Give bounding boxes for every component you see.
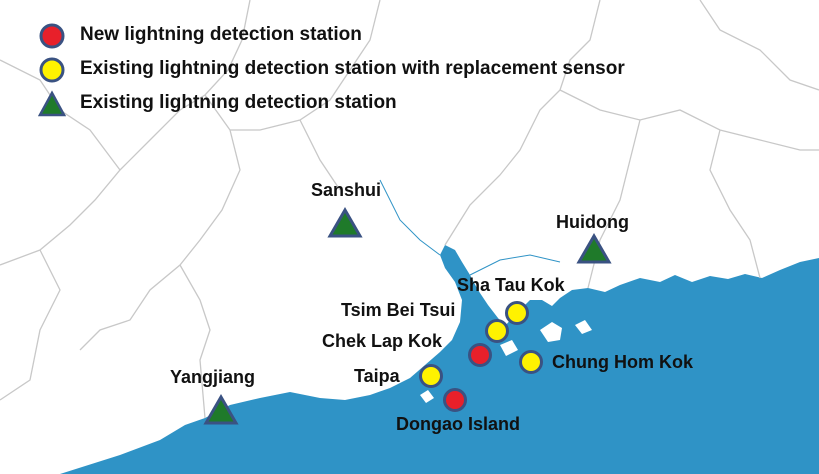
station-marker-huidong-triangle-icon [576, 232, 612, 264]
station-marker-dongao-island-circle-icon [443, 388, 467, 412]
sea-area [60, 245, 819, 474]
station-label-yangjiang: Yangjiang [170, 367, 256, 387]
station-marker-sanshui-triangle-icon [327, 206, 363, 238]
island [500, 340, 518, 356]
red-circle-icon [39, 23, 65, 49]
station-label-huidong: Huidong [556, 212, 629, 232]
station-label-dongao-island: Dongao Island [396, 414, 521, 434]
station-marker-tsim-bei-tsui-circle-icon [485, 319, 509, 343]
station-marker-yangjiang-triangle-icon [203, 393, 239, 425]
rivers [379, 179, 561, 276]
island [420, 390, 434, 403]
station-marker-chek-lap-kok-circle-icon [468, 343, 492, 367]
station-marker-taipa-circle-icon [419, 364, 443, 388]
station-label-tsim-bei-tsui: Tsim Bei Tsui [341, 300, 456, 320]
station-label-chek-lap-kok: Chek Lap Kok [322, 331, 443, 351]
island [540, 322, 562, 342]
station-marker-chung-hom-kok-circle-icon [519, 350, 543, 374]
legend-label-existing: Existing lightning detection station [80, 92, 397, 113]
station-marker-sha-tau-kok-circle-icon [505, 301, 529, 325]
station-label-chung-hom-kok: Chung Hom Kok [552, 352, 693, 372]
legend-label-replacement: Existing lightning detection station wit… [80, 58, 625, 79]
island [575, 320, 592, 334]
yellow-circle-icon [39, 57, 65, 83]
legend-label-new: New lightning detection station [80, 24, 362, 45]
green-triangle-icon [38, 90, 66, 117]
station-label-taipa: Taipa [354, 366, 400, 386]
station-label-sha-tau-kok: Sha Tau Kok [457, 275, 565, 295]
station-label-sanshui: Sanshui [311, 180, 382, 200]
